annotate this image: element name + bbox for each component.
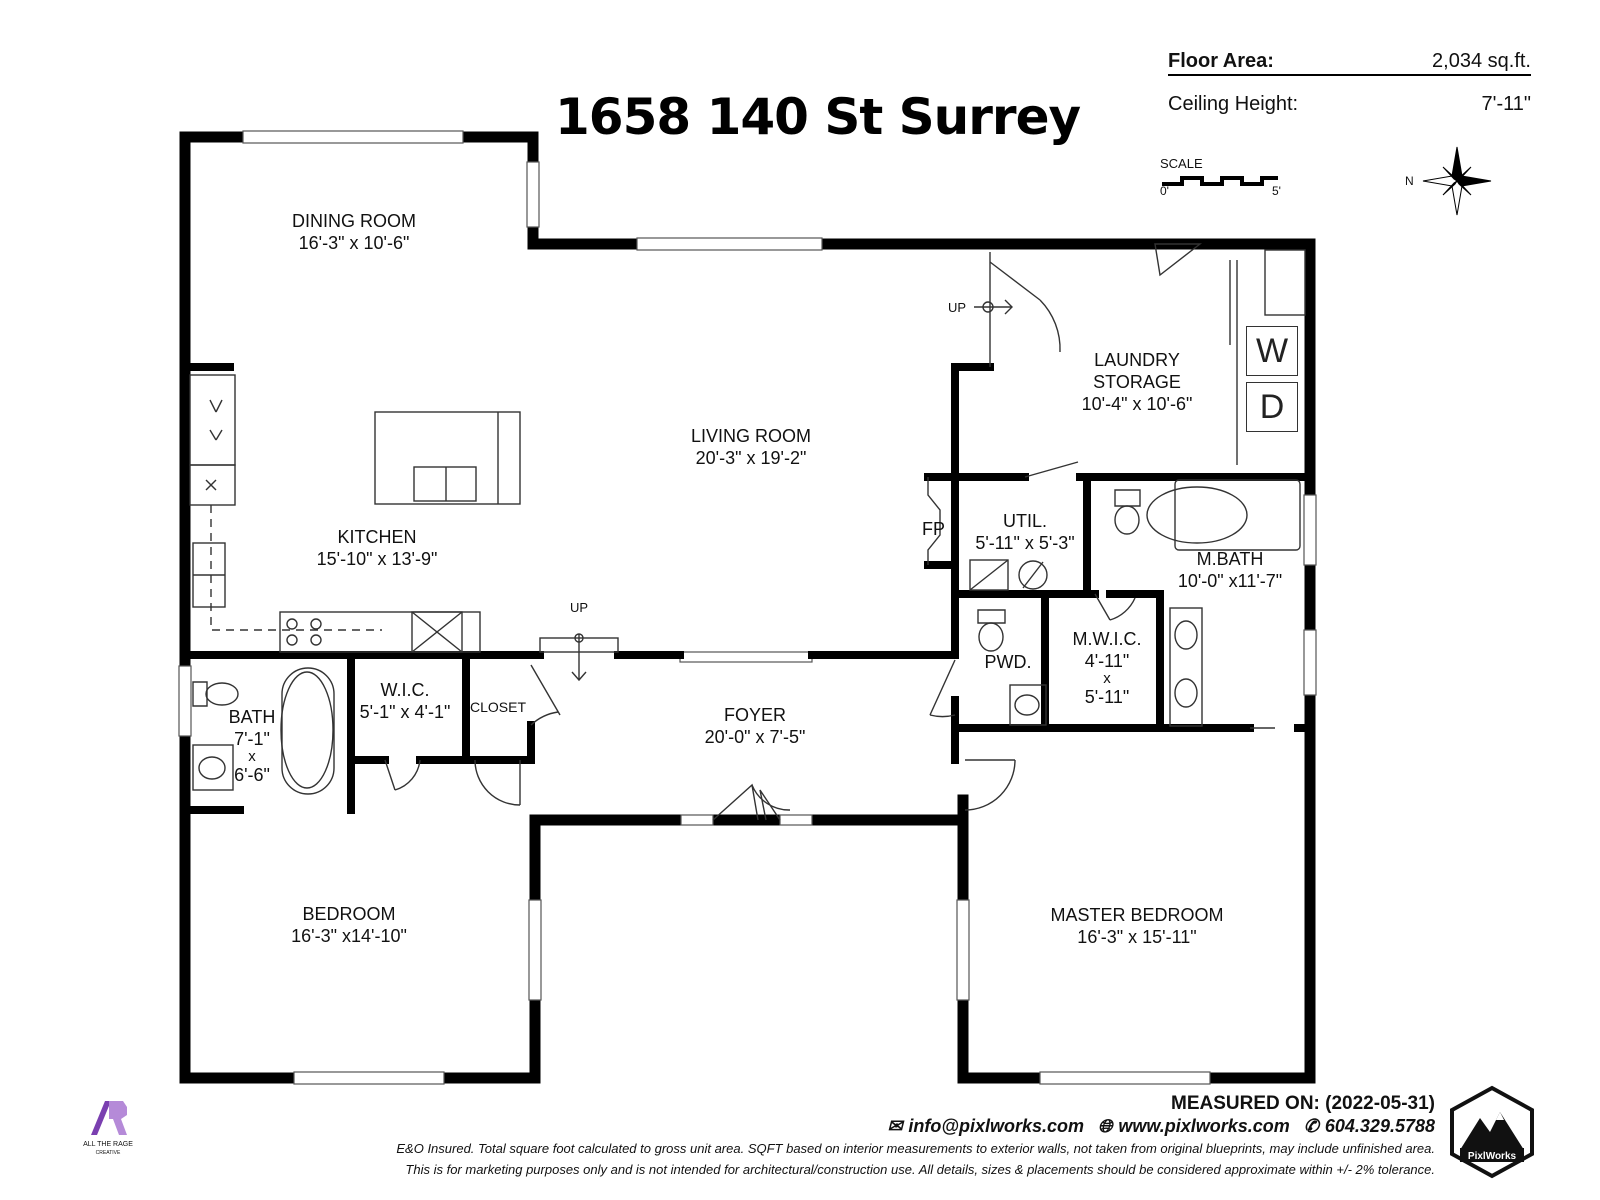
windows (178, 130, 1317, 1085)
contact-phone[interactable]: ✆ 604.329.5788 (1304, 1116, 1435, 1137)
fireplace-label: FP (922, 519, 946, 539)
all-the-rage-logo: ALL THE RAGE CREATIVE (68, 1097, 148, 1157)
room-bath-name: BATH (228, 707, 276, 727)
pixlworks-logo: PixlWorks (1444, 1084, 1540, 1184)
room-dining-name: DINING ROOM (292, 211, 416, 231)
room-dining: DINING ROOM 16'-3" x 10'-6" (292, 210, 416, 254)
room-kitchen: KITCHEN 15'-10" x 13'-9" (317, 526, 438, 570)
room-laundry-dims: 10'-4" x 10'-6" (1081, 394, 1193, 414)
scale-end: 5' (1272, 184, 1281, 198)
contact-row: ✉ info@pixlworks.com 🌐︎ www.pixlworks.co… (887, 1116, 1435, 1137)
scale-start: 0' (1160, 184, 1169, 198)
scale-label: SCALE (1160, 156, 1203, 171)
room-wic-dims: 5'-1" x 4'-1" (359, 702, 451, 722)
ceiling-height-label: Ceiling Height: (1168, 93, 1299, 115)
room-living-name: LIVING ROOM (690, 426, 812, 446)
floor-area-row: Floor Area: 2,034 sq.ft. (1168, 50, 1531, 76)
stairs-up-label-laundry: UP (948, 300, 967, 315)
disclaimer-line-2: This is for marketing purposes only and … (405, 1162, 1435, 1177)
contact-email[interactable]: ✉ info@pixlworks.com (887, 1116, 1084, 1137)
room-bedroom: BEDROOM 16'-3" x14'-10" (291, 903, 407, 947)
pixlworks-badge-icon: PixlWorks (1450, 1085, 1534, 1179)
ceiling-height-row: Ceiling Height: 7'-11" (1168, 93, 1531, 116)
room-mbath: M.BATH 10'-0" x11'-7" (1178, 548, 1282, 592)
room-util: UTIL. 5'-11" x 5'-3" (975, 510, 1074, 554)
room-closet-name: CLOSET (469, 699, 527, 715)
room-mwic-x: x (1103, 670, 1111, 687)
room-bedroom-dims: 16'-3" x14'-10" (291, 926, 407, 946)
room-laundry-name2: STORAGE (1093, 372, 1181, 392)
room-laundry-name1: LAUNDRY (1094, 350, 1180, 370)
floor-area-label: Floor Area: (1168, 50, 1274, 72)
phone-icon: ✆ (1303, 1116, 1319, 1136)
room-bath-dim1: 7'-1" (234, 729, 270, 749)
room-foyer-name: FOYER (723, 705, 787, 725)
ceiling-height-value: 7'-11" (1481, 93, 1531, 115)
compass-rose (1422, 146, 1492, 216)
room-living: LIVING ROOM 20'-3" x 19'-2" (691, 425, 811, 469)
room-util-dims: 5'-11" x 5'-3" (975, 533, 1075, 553)
room-mwic-name: M.W.I.C. (1072, 629, 1142, 649)
room-kitchen-name: KITCHEN (337, 527, 417, 547)
room-pwd: PWD. (985, 651, 1032, 673)
phone-text: 604.329.5788 (1324, 1116, 1435, 1136)
floor-area-value: 2,034 sq.ft. (1432, 50, 1531, 72)
room-dining-dims: 16'-3" x 10'-6" (298, 233, 410, 253)
measured-on: MEASURED ON: (2022-05-31) (1171, 1093, 1435, 1114)
room-bath-x: x (248, 748, 256, 765)
room-closet: CLOSET (470, 696, 526, 718)
room-pwd-name: PWD. (984, 652, 1032, 672)
page-title: 1658 140 St Surrey (555, 88, 1081, 146)
web-text: www.pixlworks.com (1118, 1116, 1290, 1136)
room-mbath-dims: 10'-0" x11'-7" (1177, 571, 1283, 591)
dryer: D (1246, 382, 1298, 432)
email-icon: ✉ (887, 1116, 903, 1136)
scale-bar (1162, 176, 1278, 186)
pixlworks-name: PixlWorks (1468, 1151, 1517, 1162)
atr-sub: CREATIVE (95, 1150, 121, 1156)
room-master-name: MASTER BEDROOM (1050, 905, 1224, 925)
room-wic: W.I.C. 5'-1" x 4'-1" (360, 679, 451, 723)
room-util-name: UTIL. (1002, 511, 1047, 531)
room-bedroom-name: BEDROOM (302, 904, 396, 924)
room-mwic: M.W.I.C. 4'-11" x 5'-11" (1073, 628, 1142, 708)
globe-icon: 🌐︎ (1098, 1116, 1113, 1136)
room-bath-dim2: 6'-6" (234, 765, 270, 785)
room-bath: BATH 7'-1" x 6'-6" (229, 706, 276, 786)
stairs-up-label-foyer: UP (570, 600, 589, 615)
atr-name: ALL THE RAGE (83, 1141, 133, 1148)
room-foyer: FOYER 20'-0" x 7'-5" (705, 704, 806, 748)
interior-walls (181, 363, 1314, 824)
room-mwic-dim1: 4'-11" (1084, 651, 1130, 671)
room-laundry: LAUNDRY STORAGE 10'-4" x 10'-6" (1082, 349, 1193, 415)
email-text: info@pixlworks.com (908, 1116, 1084, 1136)
room-master-dims: 16'-3" x 15'-11" (1077, 927, 1197, 947)
room-mwic-dim2: 5'-11" (1084, 687, 1130, 707)
fixtures (189, 243, 1306, 821)
atr-mark-icon (91, 1101, 127, 1135)
room-wic-name: W.I.C. (380, 680, 430, 700)
room-mbath-name: M.BATH (1196, 549, 1264, 569)
room-foyer-dims: 20'-0" x 7'-5" (704, 727, 806, 747)
room-master-bedroom: MASTER BEDROOM 16'-3" x 15'-11" (1050, 904, 1223, 948)
contact-web[interactable]: 🌐︎ www.pixlworks.com (1098, 1116, 1290, 1137)
room-kitchen-dims: 15'-10" x 13'-9" (316, 549, 438, 569)
washer: W (1246, 326, 1298, 376)
disclaimer-line-1: E&O Insured. Total square foot calculate… (396, 1141, 1435, 1156)
room-living-dims: 20'-3" x 19'-2" (695, 448, 807, 468)
compass-north-label: N (1405, 174, 1414, 188)
